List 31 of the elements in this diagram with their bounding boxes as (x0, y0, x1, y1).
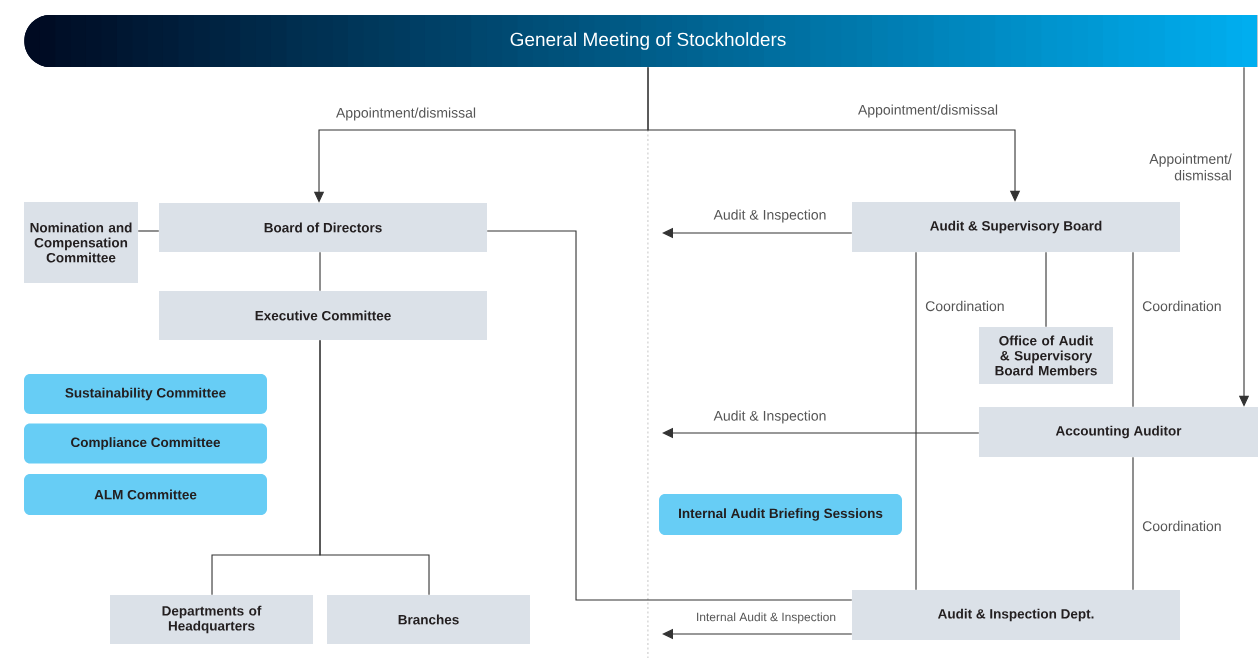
edge-label: Internal Audit & Inspection (697, 612, 836, 624)
connector-line (915, 251, 917, 591)
org-box: Branches (327, 595, 530, 644)
committee-box: Sustainability Committee (24, 374, 267, 414)
connector-line (1132, 456, 1134, 591)
connector-line (1132, 251, 1134, 408)
connector-line (319, 251, 321, 292)
connector-line (1045, 251, 1047, 328)
edge-label: Audit & Inspection (713, 209, 826, 223)
edge-label: Coordination (925, 300, 1004, 312)
edge-label: Audit & Inspection (713, 410, 826, 424)
org-box: Audit & Inspection Dept. (852, 590, 1180, 640)
org-box: Accounting Auditor (979, 407, 1258, 457)
title-band: General Meeting of Stockholders (24, 15, 1258, 67)
org-box: Departments of Headquarters (110, 595, 313, 644)
edge-label: Appointment/dismissal (858, 104, 998, 118)
org-box: Nomination and Compensation Committee (24, 202, 138, 283)
edge-label: Coordination (1142, 520, 1221, 532)
edge-label: Coordination (1142, 300, 1221, 312)
org-box: Office of Audit & Supervisory Board Members (979, 327, 1113, 384)
connector-line (486, 230, 853, 601)
connector-line (319, 339, 430, 596)
edge-label: Appointment/ dismissal (1149, 153, 1232, 181)
committee-box: Internal Audit Briefing Sessions (659, 494, 902, 535)
committee-box: Compliance Committee (24, 423, 267, 464)
org-box: Executive Committee (159, 291, 487, 340)
committee-box: ALM Committee (24, 474, 267, 515)
org-box: Board of Directors (159, 203, 487, 252)
edge-label: Appointment/dismissal (336, 107, 476, 121)
connector-line (137, 230, 160, 232)
org-box: Audit & Supervisory Board (852, 202, 1180, 252)
